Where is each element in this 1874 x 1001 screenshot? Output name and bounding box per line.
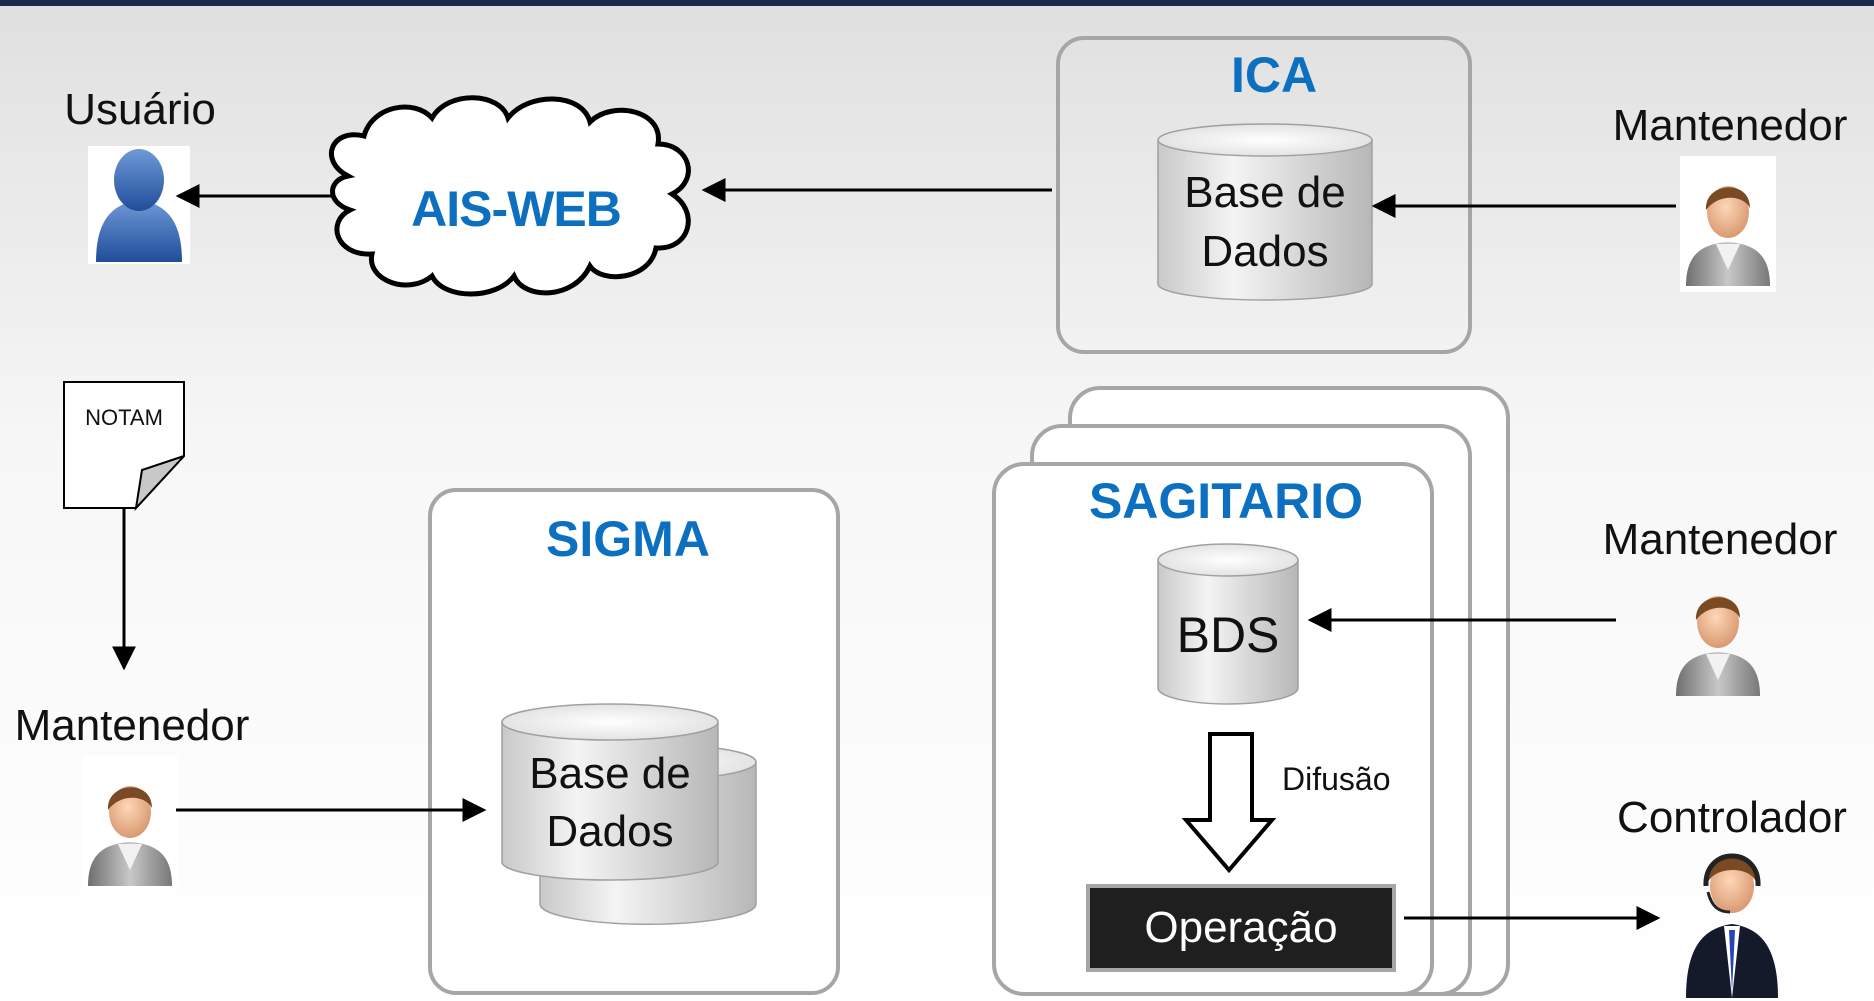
ais-web-cloud[interactable]: AIS-WEB	[328, 95, 691, 297]
ais-web-label: AIS-WEB	[411, 181, 621, 237]
background	[0, 6, 1874, 1001]
sigma-database-icon[interactable]	[501, 703, 757, 925]
notam-label: NOTAM	[85, 405, 163, 430]
user-icon[interactable]	[88, 146, 190, 264]
difusao-label: Difusão	[1282, 761, 1391, 797]
controller-label: Controlador	[1617, 793, 1847, 842]
sigma-maintainer-label: Mantenedor	[15, 701, 250, 750]
sigma-system-box[interactable]: SIGMA Base de Dados	[428, 488, 840, 995]
architecture-diagram: ICA Base de Dados AIS-WEB Usuário Manten…	[0, 6, 1874, 1001]
ica-db-label-line1: Base de	[1184, 168, 1345, 217]
notam-document-icon[interactable]	[63, 381, 185, 512]
user-label: Usuário	[64, 85, 216, 134]
sigma-title: SIGMA	[546, 511, 710, 567]
ica-title: ICA	[1231, 47, 1317, 103]
ica-db-label-line2: Dados	[1201, 227, 1328, 276]
top-bar	[0, 0, 1874, 6]
sagitario-title: SAGITARIO	[1089, 473, 1363, 529]
sagitario-maintainer-label: Mantenedor	[1603, 515, 1838, 564]
sigma-db-label-line1: Base de	[529, 749, 690, 798]
difusao-flow-arrow	[1181, 732, 1277, 874]
ica-system-box[interactable]: ICA Base de Dados	[1056, 36, 1472, 354]
ica-maintainer-label: Mantenedor	[1613, 101, 1848, 150]
sagitario-front-frame	[992, 462, 1434, 996]
operacao-label: Operação	[1144, 903, 1337, 952]
operacao-box[interactable]: Operação	[1086, 884, 1396, 972]
ica-maintainer-icon[interactable]	[1680, 156, 1776, 292]
sigma-maintainer-icon[interactable]	[82, 756, 178, 890]
bds-database-icon[interactable]	[1157, 543, 1299, 705]
sigma-db-label-line2: Dados	[546, 807, 673, 856]
sagitario-system-box[interactable]: SAGITARIO BDS Difusão Operação	[992, 386, 1510, 996]
controller-icon[interactable]	[1686, 853, 1778, 998]
ica-database-icon[interactable]	[1157, 123, 1373, 301]
bds-label: BDS	[1177, 607, 1280, 663]
